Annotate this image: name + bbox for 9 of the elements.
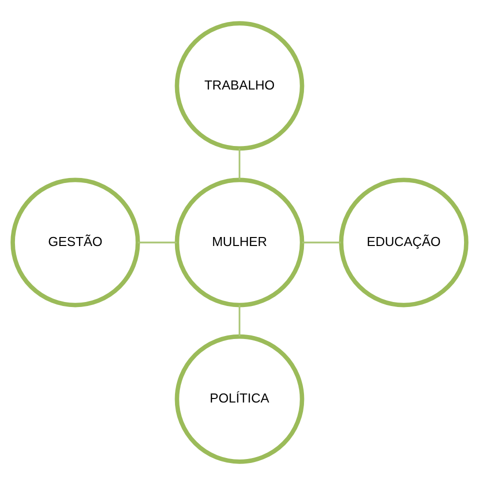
node-circle: MULHER — [174, 177, 304, 307]
node-circle: TRABALHO — [174, 20, 304, 150]
connector — [238, 304, 240, 336]
node-circle: POLÍTICA — [174, 334, 304, 464]
node-circle: GESTÃO — [10, 177, 140, 307]
connector — [302, 241, 341, 243]
connector — [238, 148, 240, 180]
connector — [138, 241, 177, 243]
node-circle: EDUCAÇÃO — [339, 177, 468, 307]
